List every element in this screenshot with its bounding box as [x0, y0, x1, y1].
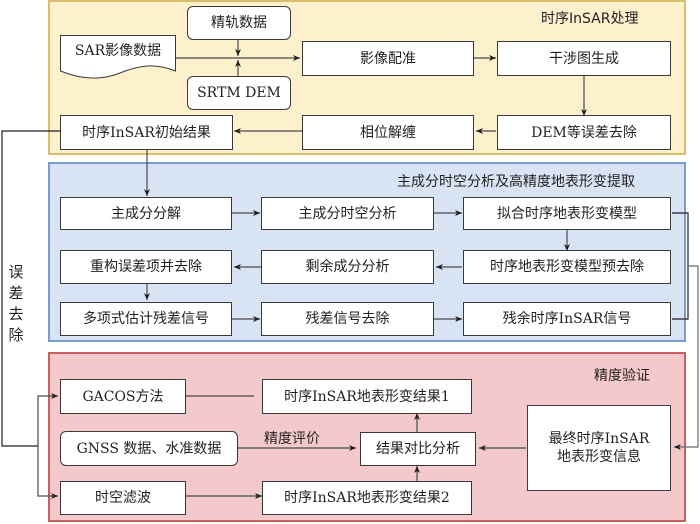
node-spatiotemporal-filter: 时空滤波 — [60, 481, 186, 515]
node-pca-decomposition: 主成分分解 — [60, 197, 232, 230]
node-residual-analysis: 剩余成分分析 — [261, 250, 434, 284]
node-final-info: 最终时序InSAR地表形变信息 — [527, 405, 671, 491]
node-precise-orbit: 精轨数据 — [187, 6, 291, 40]
node-final-info-label: 最终时序InSAR地表形变信息 — [548, 431, 650, 465]
label-char: 除 — [8, 326, 24, 344]
node-srtm-dem: SRTM DEM — [187, 76, 291, 110]
label-char: 差 — [8, 284, 24, 302]
node-compare: 结果对比分析 — [360, 432, 476, 466]
node-gnss-level: GNSS 数据、水准数据 — [60, 431, 238, 466]
node-initial-result: 时序InSAR初始结果 — [60, 115, 233, 150]
label-char: 误 — [8, 263, 24, 281]
node-interferogram: 干涉图生成 — [497, 41, 671, 76]
node-residual-insar: 残余时序InSAR信号 — [463, 302, 671, 336]
node-phase-unwrap: 相位解缠 — [302, 115, 474, 150]
panel-title-accuracy-validation: 精度验证 — [594, 368, 650, 384]
node-gacos: GACOS方法 — [60, 379, 186, 414]
label-error-removal: 误 差 去 除 — [8, 262, 24, 346]
node-registration: 影像配准 — [302, 41, 474, 76]
label-char: 去 — [8, 305, 24, 323]
node-pca-spatiotemporal: 主成分时空分析 — [261, 197, 434, 230]
panel-title-insar-processing: 时序InSAR处理 — [541, 11, 639, 27]
node-result1: 时序InSAR地表形变结果1 — [262, 379, 472, 414]
node-result2: 时序InSAR地表形变结果2 — [262, 481, 472, 515]
node-sar-data-label: SAR影像数据 — [74, 43, 162, 59]
document-shape-icon — [60, 35, 176, 79]
label-accuracy-eval: 精度评价 — [264, 431, 320, 447]
panel-title-pca-extraction: 主成分时空分析及高精度地表形变提取 — [397, 174, 635, 190]
node-reconstruct-error: 重构误差项并去除 — [60, 250, 232, 284]
node-residual-removal: 残差信号去除 — [261, 302, 434, 336]
node-model-preremoval: 时序地表形变模型预去除 — [463, 250, 671, 284]
node-poly-residual: 多项式估计残差信号 — [60, 302, 232, 336]
node-fit-model: 拟合时序地表形变模型 — [463, 197, 671, 230]
node-dem-error-removal: DEM等误差去除 — [497, 115, 671, 150]
node-sar-data: SAR影像数据 — [60, 35, 176, 81]
